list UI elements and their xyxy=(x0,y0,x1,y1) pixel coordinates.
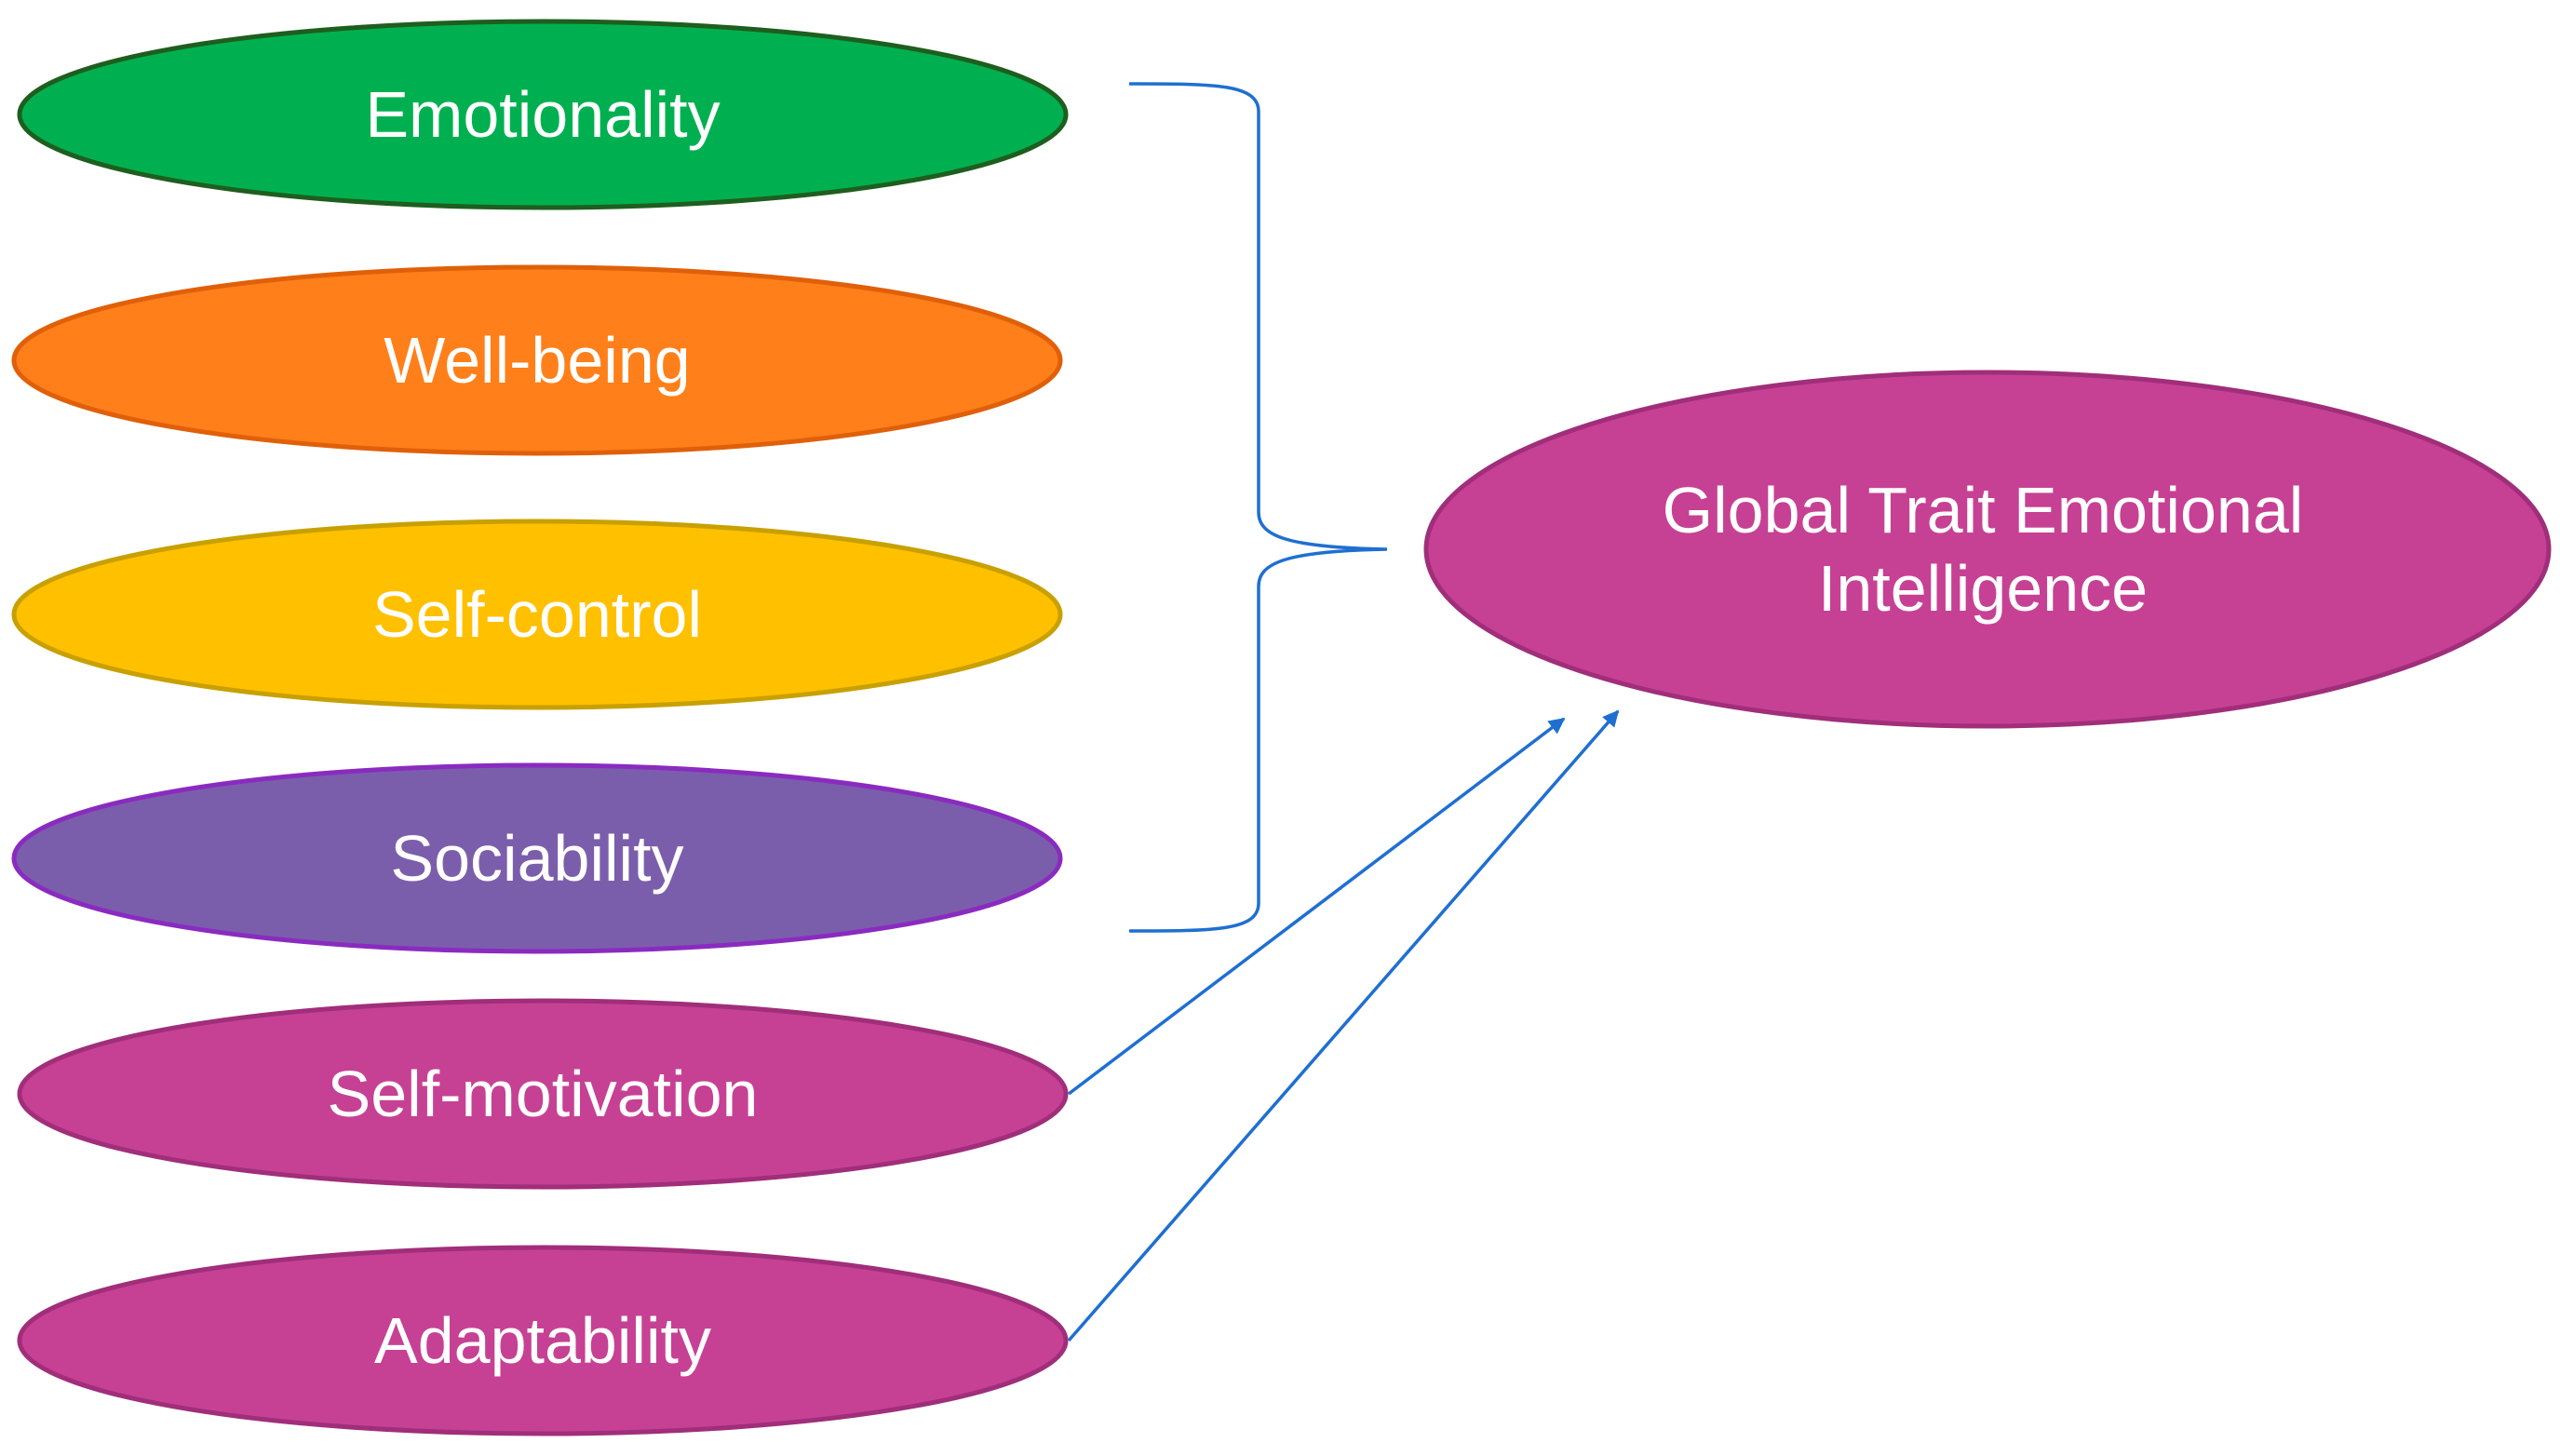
factor-self-control: Self-control xyxy=(11,519,1063,710)
factor-emotionality-shape xyxy=(17,19,1069,210)
factor-sociability-shape xyxy=(11,762,1063,954)
global-trait-ei-label-line2: Intelligence xyxy=(1818,552,2148,625)
global-trait-ei-shape xyxy=(1423,370,2552,729)
arrow-adaptability-to-global xyxy=(1067,709,1620,1342)
factor-sociability: Sociability xyxy=(11,762,1063,954)
factor-sociability-label: Sociability xyxy=(390,822,683,895)
global-trait-ei-node: Global Trait Emotional Intelligence xyxy=(1423,370,2552,729)
factor-self-motivation: Self-motivation xyxy=(17,998,1069,1190)
factor-emotionality-label: Emotionality xyxy=(365,78,720,151)
grouping-brace xyxy=(1128,82,1388,933)
factor-self-motivation-shape xyxy=(17,998,1069,1190)
global-trait-ei-label-line1: Global Trait Emotional xyxy=(1663,474,2304,546)
factor-self-control-shape xyxy=(11,519,1063,710)
factor-well-being-shape xyxy=(11,264,1063,456)
factor-emotionality: Emotionality xyxy=(17,19,1069,210)
factor-well-being-label: Well-being xyxy=(384,324,690,397)
factor-well-being: Well-being xyxy=(11,264,1063,456)
arrow-self-motivation-to-global xyxy=(1067,717,1566,1096)
factor-adaptability-label: Adaptability xyxy=(374,1304,711,1377)
factor-self-control-label: Self-control xyxy=(372,578,702,651)
factor-adaptability-shape xyxy=(17,1245,1069,1436)
factor-adaptability: Adaptability xyxy=(17,1245,1069,1436)
factor-self-motivation-label: Self-motivation xyxy=(328,1058,759,1130)
